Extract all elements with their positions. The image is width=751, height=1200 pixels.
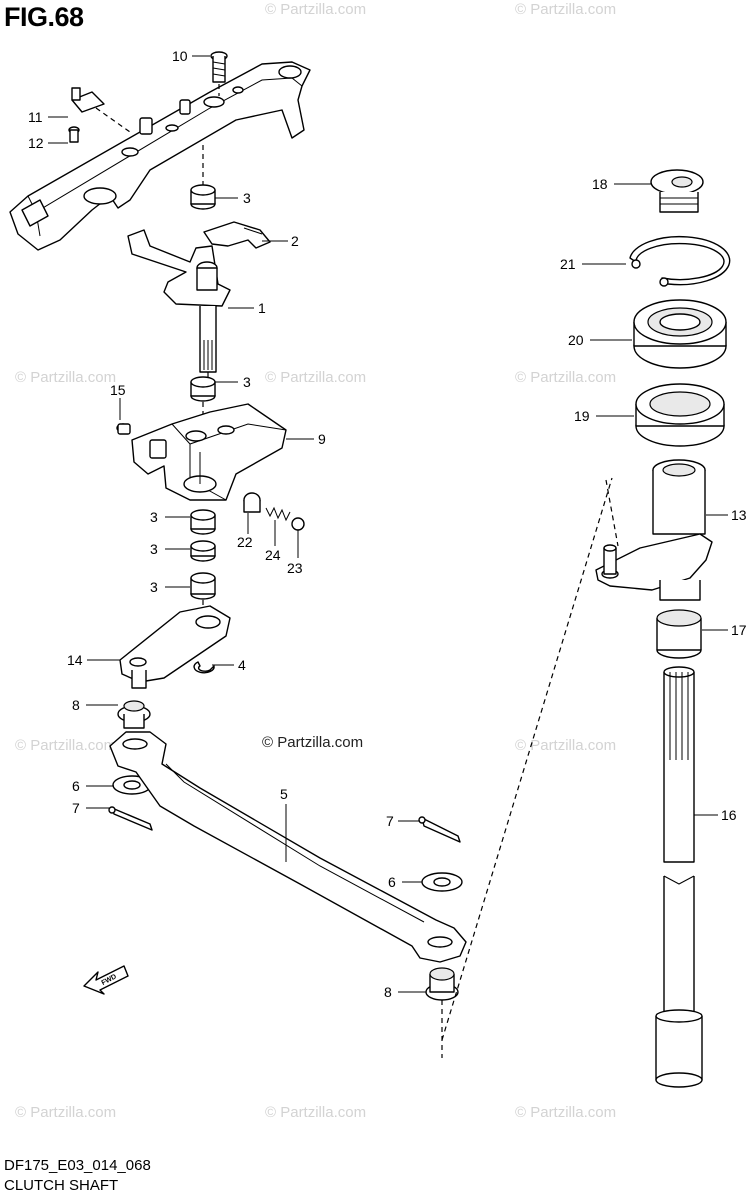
watermark-text: © Partzilla.com <box>515 369 616 386</box>
callout-17: 17 <box>731 622 747 638</box>
callout-3: 3 <box>150 541 158 557</box>
bushing-3-fifth <box>190 572 216 610</box>
callout-8: 8 <box>72 697 80 713</box>
watermark-text: © Partzilla.com <box>515 1104 616 1121</box>
link-rod-5 <box>109 731 467 963</box>
callout-3: 3 <box>150 579 158 595</box>
callout-12: 12 <box>28 135 44 151</box>
bearing-20 <box>633 299 727 369</box>
callout-15: 15 <box>110 382 126 398</box>
callout-10: 10 <box>172 48 188 64</box>
clip-2 <box>203 221 271 249</box>
plug-18 <box>650 169 704 213</box>
callout-layer: 10 11 12 3 2 1 3 15 9 3 22 3 24 23 3 14 <box>28 48 747 1000</box>
callout-19: 19 <box>574 408 590 424</box>
callout-18: 18 <box>592 176 608 192</box>
callout-21: 21 <box>560 256 576 272</box>
callout-4: 4 <box>238 657 246 673</box>
watermark-text: © Partzilla.com <box>265 1104 366 1121</box>
diagram-caption: CLUTCH SHAFT <box>4 1177 119 1194</box>
snap-ring-4 <box>193 661 215 674</box>
bushing-3-fourth <box>190 540 216 562</box>
callout-2: 2 <box>291 233 299 249</box>
diagram-code: DF175_E03_014_068 <box>4 1157 151 1174</box>
callout-3: 3 <box>150 509 158 525</box>
callout-23: 23 <box>287 560 303 576</box>
shift-lever-1 <box>127 229 231 382</box>
bushing-8-upper <box>117 700 151 729</box>
fwd-arrow-icon: FWD <box>83 965 129 995</box>
callout-7: 7 <box>386 813 394 829</box>
watermark-text: © Partzilla.com <box>15 737 116 754</box>
callout-14: 14 <box>67 652 83 668</box>
shift-bracket <box>9 61 311 251</box>
circlip-21 <box>629 235 731 287</box>
detent-pin-22 <box>243 492 261 513</box>
callout-22: 22 <box>237 534 253 550</box>
oil-seal-19 <box>635 383 725 447</box>
callout-11: 11 <box>28 109 43 125</box>
callout-3: 3 <box>243 190 251 206</box>
callout-6: 6 <box>72 778 80 794</box>
callout-24: 24 <box>265 547 281 563</box>
watermark-text: © Partzilla.com <box>515 737 616 754</box>
watermark-text: © Partzilla.com <box>265 1 366 18</box>
watermark-text: © Partzilla.com <box>15 369 116 386</box>
bushing-3-third <box>190 509 216 535</box>
callout-16: 16 <box>721 807 737 823</box>
callout-5: 5 <box>280 786 288 802</box>
detent-spring-24 <box>265 506 291 522</box>
callout-7: 7 <box>72 800 80 816</box>
alignment-line <box>441 477 613 1041</box>
callout-9: 9 <box>318 431 326 447</box>
callout-20: 20 <box>568 332 584 348</box>
cotter-pin-7-upper <box>108 806 153 831</box>
callout-13: 13 <box>731 507 747 523</box>
bushing-3-upper <box>190 145 216 210</box>
screw-15 <box>116 423 131 435</box>
alignment-line <box>605 479 619 547</box>
watermark-text: © Partzilla.com <box>265 369 366 386</box>
shift-housing-9 <box>131 403 287 501</box>
clip-11 <box>71 87 131 133</box>
figure-title: FIG.68 <box>4 2 84 32</box>
bushing-17 <box>656 609 702 659</box>
washer-6-lower <box>421 872 463 892</box>
detent-ball-23 <box>291 517 305 531</box>
shift-lever-14 <box>119 605 231 689</box>
watermark-layer: © Partzilla.com © Partzilla.com © Partzi… <box>15 1 616 1121</box>
bushing-8-lower <box>425 967 459 1058</box>
clutch-shaft-16 <box>655 666 703 1088</box>
callout-8: 8 <box>384 984 392 1000</box>
watermark-text: © Partzilla.com <box>515 1 616 18</box>
callout-6: 6 <box>388 874 396 890</box>
callout-1: 1 <box>258 300 266 316</box>
bolt-10 <box>210 51 228 96</box>
cotter-pin-7-lower <box>418 816 461 843</box>
watermark-text: © Partzilla.com <box>15 1104 116 1121</box>
callout-3: 3 <box>243 374 251 390</box>
watermark-center-text: © Partzilla.com <box>262 734 363 751</box>
shift-shaft-13 <box>595 459 713 601</box>
screw-12 <box>68 126 80 143</box>
